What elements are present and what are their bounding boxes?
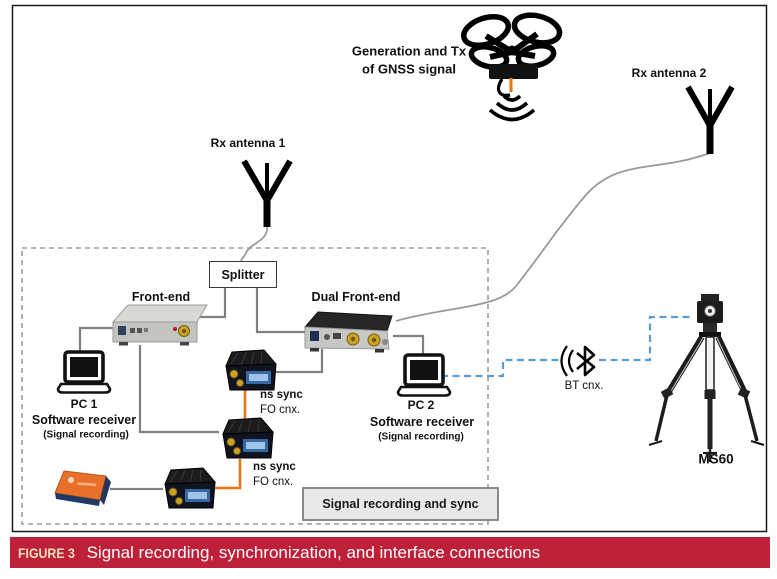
figure-number-label: FIGURE 3 xyxy=(18,544,75,561)
sync-link-1-label: ns sync xyxy=(260,389,303,401)
front-end-label: Front-end xyxy=(131,290,191,304)
splitter-to-frontend-line xyxy=(200,287,227,319)
frontend-to-pc1-line xyxy=(78,326,114,353)
antenna1-cable xyxy=(240,225,268,262)
bluetooth-label: BT cnx. xyxy=(564,380,604,392)
dual-front-end-device xyxy=(303,311,393,353)
fiber-optic-links xyxy=(214,389,247,490)
sync1-to-dualfrontend-line xyxy=(274,349,324,374)
signal-recording-box: Signal recording and sync xyxy=(302,487,499,521)
splitter-label: Splitter xyxy=(221,267,265,282)
rx-antenna-1-label: Rx antenna 1 xyxy=(210,136,286,150)
bluetooth-link-left xyxy=(441,358,562,378)
bluetooth-icon xyxy=(560,345,596,377)
pc2-subtitle: Software receiver xyxy=(369,415,475,429)
ms60-label: MS60 xyxy=(698,451,734,467)
sync-link-2-label: ns sync xyxy=(253,461,296,473)
figure-caption-text: Signal recording, synchronization, and i… xyxy=(86,542,541,562)
frontend-to-sync2-line xyxy=(138,345,219,434)
rx-antenna-2-icon xyxy=(685,85,735,154)
pc1-laptop-icon xyxy=(56,350,112,395)
sync-link-2-sublabel: FO cnx. xyxy=(253,476,294,488)
pc1-subtitle: Software receiver xyxy=(31,413,137,427)
drone-icon xyxy=(461,12,563,122)
pc2-title: PC 2 xyxy=(407,398,435,412)
dual-front-end-label: Dual Front-end xyxy=(311,290,401,304)
pc1-title: PC 1 xyxy=(70,397,98,411)
gnss-receiver-device xyxy=(54,470,111,506)
splitter-to-dualfrontend-line xyxy=(255,287,306,334)
drone-label-line1: Generation and Tx xyxy=(351,43,467,59)
pc2-laptop-icon xyxy=(396,353,452,398)
connector-lines xyxy=(78,287,425,491)
front-end-device xyxy=(111,304,208,346)
sync-device-3 xyxy=(164,467,216,509)
drone-label-line2: of GNSS signal xyxy=(362,61,456,77)
ms60-total-station xyxy=(648,294,765,462)
figure-caption-bar: FIGURE 3 Signal recording, synchronizati… xyxy=(10,537,770,568)
antenna2-cable xyxy=(395,152,711,322)
splitter-box: Splitter xyxy=(209,261,277,288)
sync-device-1 xyxy=(225,349,277,391)
dualfrontend-to-pc2-line xyxy=(393,334,425,356)
rx-antenna-1-icon xyxy=(241,159,293,227)
antenna-cables xyxy=(240,152,711,322)
signal-waves-icon xyxy=(488,94,536,122)
figure-border xyxy=(11,4,768,533)
rx-antenna-2-label: Rx antenna 2 xyxy=(631,66,707,80)
pc2-subtitle-2: (Signal recording) xyxy=(378,431,464,443)
sync-device-2 xyxy=(222,417,274,459)
pc1-subtitle-2: (Signal recording) xyxy=(43,429,129,441)
sync-link-1-sublabel: FO cnx. xyxy=(260,404,301,416)
bluetooth-link xyxy=(441,315,694,378)
signal-recording-label: Signal recording and sync xyxy=(322,497,479,511)
bluetooth-link-right xyxy=(599,315,694,362)
fiber-link-2 xyxy=(214,459,242,490)
recording-enclosure-dashed-box xyxy=(21,247,489,525)
